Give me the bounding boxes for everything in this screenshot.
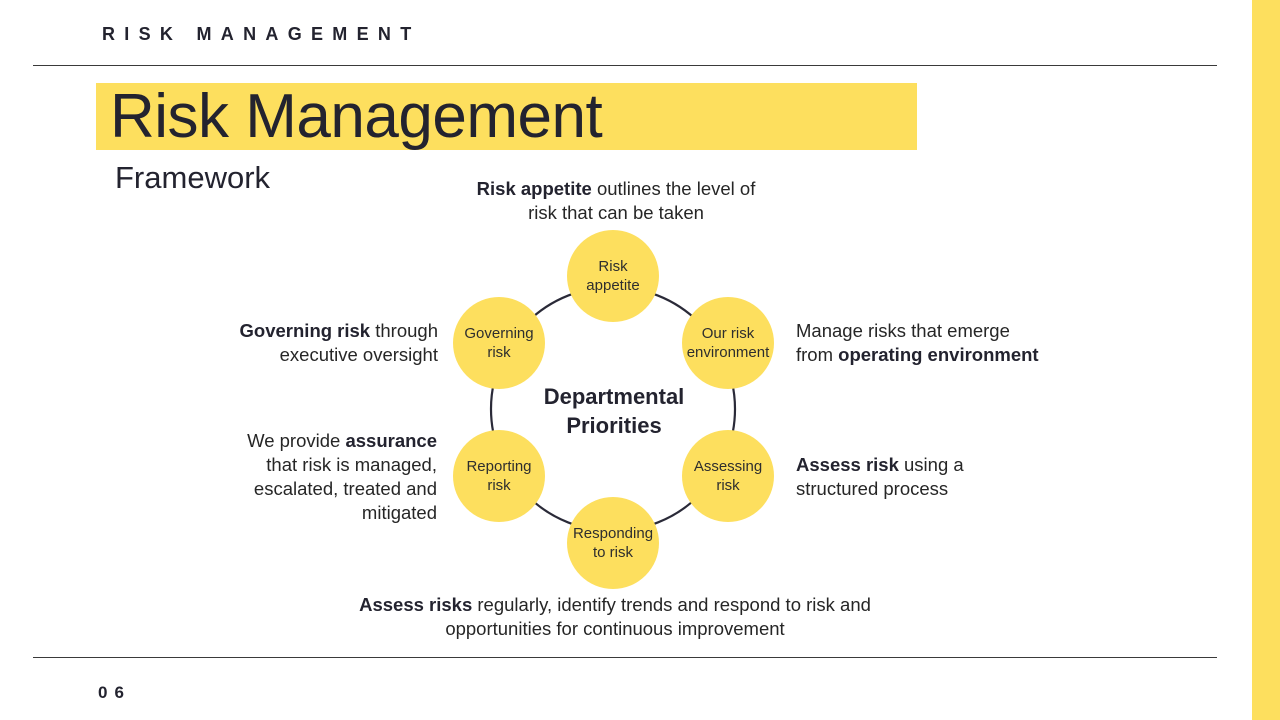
desc-bold: Governing risk — [239, 320, 371, 341]
page-subtitle: Framework — [115, 160, 271, 195]
desc-text: that risk is managed, — [266, 454, 437, 475]
node-label: Our risk — [701, 325, 755, 342]
desc-text: executive oversight — [279, 344, 438, 365]
node-label: risk — [716, 477, 740, 494]
accent-side-bar — [1252, 0, 1280, 720]
desc-text: outlines the level of — [591, 178, 756, 199]
node-risk-appetite: Risk appetite — [567, 230, 659, 322]
node-assessing-risk: Assessing risk — [682, 430, 774, 522]
header-divider — [33, 65, 1217, 66]
desc-bold: Assess risk — [796, 454, 899, 475]
node-label: Risk — [598, 258, 628, 275]
node-responding-to-risk: Responding to risk — [567, 497, 659, 589]
page-number: 06 — [98, 683, 131, 702]
node-label: appetite — [586, 277, 640, 294]
desc-risk-appetite: Risk appetite outlines the level of risk… — [416, 177, 816, 225]
desc-text: regularly, identify trends and respond t… — [472, 594, 871, 615]
desc-text: escalated, treated and — [253, 478, 437, 499]
desc-text: mitigated — [361, 502, 437, 523]
node-label: risk — [487, 344, 511, 361]
desc-responding-to-risk: Assess risks regularly, identify trends … — [315, 593, 915, 641]
footer-divider — [33, 657, 1217, 658]
desc-bold: operating environment — [838, 344, 1039, 365]
node-label: Reporting — [466, 458, 532, 475]
title-highlight-band — [96, 83, 917, 150]
desc-text: from — [796, 344, 839, 365]
node-reporting-risk: Reporting risk — [453, 430, 545, 522]
node-label: Responding — [572, 525, 654, 542]
desc-bold: assurance — [345, 430, 437, 451]
node-our-risk-environment: Our risk environment — [682, 297, 774, 389]
node-label: Assessing — [693, 458, 763, 475]
center-label-line1: Departmental — [543, 384, 685, 409]
node-label: risk — [487, 477, 511, 494]
desc-reporting-risk: We provide assurance that risk is manage… — [186, 429, 437, 525]
desc-assessing-risk: Assess risk using a structured process — [796, 453, 964, 501]
desc-text: opportunities for continuous improvement — [445, 618, 785, 639]
desc-text: using a — [898, 454, 964, 475]
page-title: Risk Management — [110, 82, 603, 151]
node-label: Governing — [464, 325, 534, 342]
node-label: environment — [686, 344, 770, 361]
desc-operating-environment: Manage risks that emerge from operating … — [796, 319, 1039, 367]
desc-bold: Assess risks — [359, 594, 473, 615]
section-header-label: RISK MANAGEMENT — [102, 24, 421, 44]
center-label-line2: Priorities — [566, 413, 662, 438]
desc-text: Manage risks that emerge — [796, 320, 1010, 341]
desc-bold: Risk appetite — [476, 178, 592, 199]
desc-text: risk that can be taken — [528, 202, 704, 223]
node-governing-risk: Governing risk — [453, 297, 545, 389]
node-label: to risk — [592, 544, 633, 561]
desc-text: We provide — [247, 430, 346, 451]
desc-governing-risk: Governing risk through executive oversig… — [186, 319, 438, 367]
desc-text: through — [370, 320, 438, 341]
desc-text: structured process — [796, 478, 949, 499]
center-label: Departmental Priorities — [514, 382, 714, 440]
